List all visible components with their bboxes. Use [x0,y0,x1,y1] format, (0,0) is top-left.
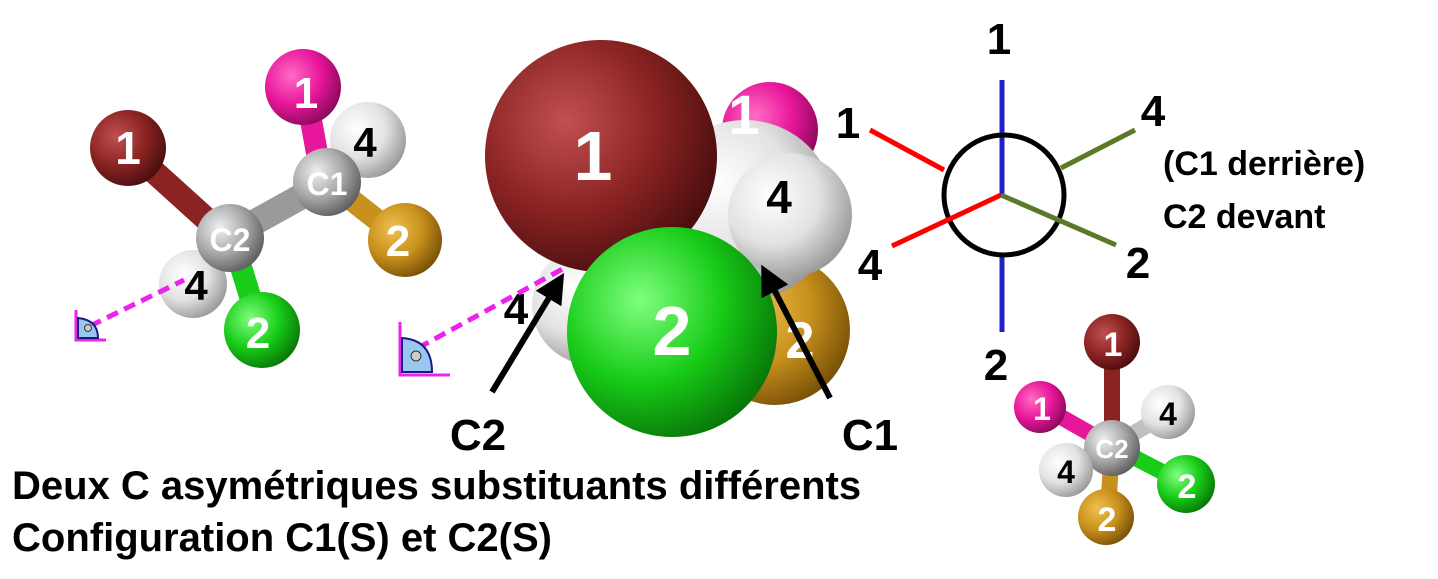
atom-label: 1 [115,122,141,174]
atom-label: C2 [210,222,251,258]
atom-white [728,153,852,277]
newman-circle [941,132,1067,258]
small-model: 1 1 4 C2 4 2 2 [1014,314,1215,545]
atom-label: 1 [574,117,613,195]
atom-magenta [265,49,341,125]
atom-label: 4 [353,119,377,166]
atom-label: 4 [504,285,529,334]
atom-label: 4 [184,262,208,309]
atom-brown [485,40,717,272]
atom-white-right [1141,385,1195,439]
atom-label: 2 [1178,468,1197,506]
atom-label: 1 [728,83,759,146]
atom-carbon [1084,420,1140,476]
eye-icon [74,310,106,342]
space-filling-model: 1 1 4 2 4 2 C2 C1 [398,40,898,460]
newman-label-bottom: 2 [984,341,1008,390]
viewing-axis [88,277,186,329]
atom-green [1157,455,1215,513]
arrow-c2 [489,272,565,394]
arrow-c1 [761,264,833,400]
atom-label: C1 [307,166,348,202]
atom-carbon-c2 [196,204,264,272]
atom-brown [1084,314,1140,370]
atom-label: C2 [1095,434,1128,464]
atom-label: 2 [653,292,692,370]
newman-projection: 1 1 4 4 2 2 [836,15,1166,390]
atom-label: 4 [1057,454,1075,490]
atom-label: 1 [1033,391,1051,427]
atom-brown [90,110,166,186]
newman-label-lower-right: 2 [1126,239,1150,288]
arrow-label-c1: C1 [842,411,898,460]
newman-note-line2: C2 devant [1163,198,1326,236]
bond-olive-back [1059,127,1137,171]
caption-line2: Configuration C1(S) et C2(S) [12,516,552,560]
newman-note-line1: (C1 derrière) [1163,145,1366,183]
bond-red-front [890,192,1003,249]
atom-white-bottom [159,250,227,318]
atom-label: 1 [1104,326,1123,364]
atom-gold [368,203,442,277]
atom-white-left [1039,443,1093,497]
atom-label: 4 [1159,396,1177,432]
atom-gold [1078,489,1134,545]
atom-label: 4 [766,171,792,223]
atom-label: 2 [1098,501,1117,539]
atom-carbon-c1 [293,148,361,216]
ball-stick-model: 1 1 4 C1 2 C2 4 2 [74,49,442,368]
newman-label-upper-left: 1 [836,99,860,148]
bond-olive-front [1000,192,1117,248]
caption-line1: Deux C asymétriques substituants différe… [12,464,862,508]
newman-label-top: 1 [987,15,1011,64]
bond-red-back [868,127,946,173]
arrow-label-c2: C2 [450,411,506,460]
newman-label-lower-left: 4 [858,241,883,290]
atom-label: 2 [386,217,410,266]
atom-label: 2 [246,309,270,358]
eye-icon [398,322,450,377]
atom-green [567,227,777,437]
atom-green [224,292,300,368]
atom-magenta [1014,381,1066,433]
atom-label: 1 [294,69,318,118]
newman-label-upper-right: 4 [1141,87,1166,136]
